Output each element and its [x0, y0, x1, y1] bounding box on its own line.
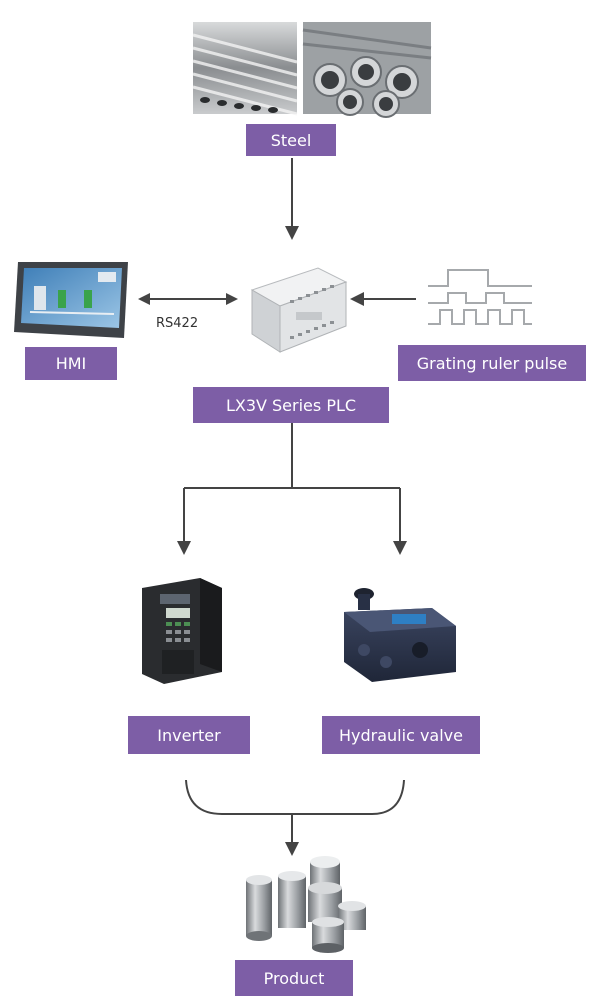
arrow-grating-to-plc — [350, 292, 416, 306]
product-image — [246, 856, 366, 953]
rs422-link-label: RS422 — [156, 316, 199, 331]
arrow-plc-to-outputs — [183, 422, 401, 542]
steel-label: Steel — [246, 124, 336, 156]
plc-label: LX3V Series PLC — [193, 387, 389, 423]
arrow-head-to-inverter — [177, 541, 191, 555]
steel-pipes-image — [192, 22, 298, 116]
hmi-image — [14, 262, 128, 338]
hmi-label: HMI — [25, 347, 117, 380]
arrow-steel-to-plc — [285, 158, 299, 240]
product-label: Product — [235, 960, 353, 996]
inverter-label: Inverter — [128, 716, 250, 754]
arrow-head-to-product — [285, 842, 299, 856]
inverter-image — [142, 578, 222, 684]
steel-tubes-image — [302, 22, 432, 118]
pulse-waveform-image — [428, 269, 532, 325]
grating-ruler-pulse-label: Grating ruler pulse — [398, 345, 586, 381]
hydraulic-valve-image — [344, 588, 456, 682]
arrow-outputs-to-product — [185, 779, 405, 844]
arrow-hmi-plc — [138, 293, 238, 305]
arrow-head-to-hydraulic — [393, 541, 407, 555]
plc-image — [250, 267, 348, 353]
hydraulic-valve-label: Hydraulic valve — [322, 716, 480, 754]
